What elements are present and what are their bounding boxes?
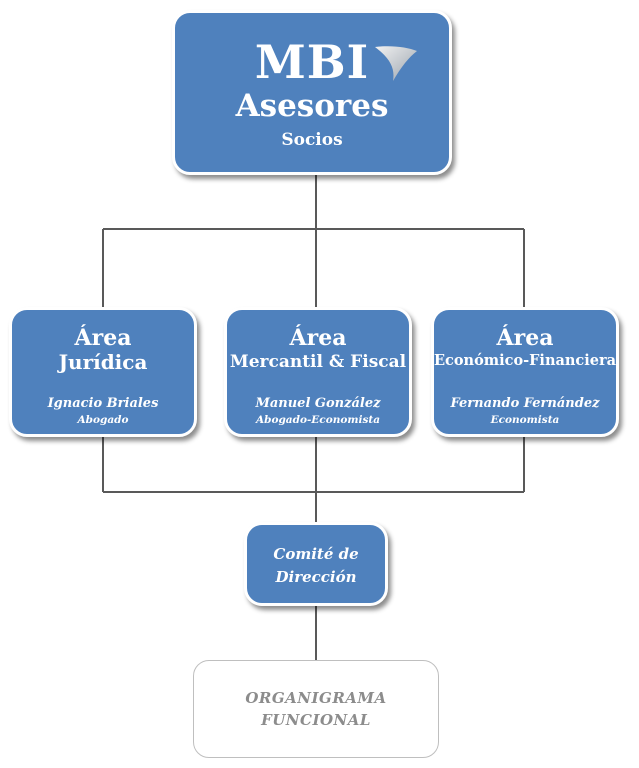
committee-line2: Dirección xyxy=(275,568,357,587)
area-box-economico-financiera: Área Económico-Financiera Fernando Ferná… xyxy=(431,307,619,437)
top-box-mbi-asesores: MBI Asesores Socios xyxy=(172,10,452,175)
area-title: Área xyxy=(289,325,347,351)
area-title: Área xyxy=(496,325,554,351)
area-person: Ignacio Briales xyxy=(47,396,159,411)
top-box-line2: Asesores xyxy=(235,88,389,124)
area-box-juridica: Área Jurídica Ignacio Briales Abogado xyxy=(9,307,197,437)
footer-caption-box: ORGANIGRAMA FUNCIONAL xyxy=(193,660,439,758)
committee-box: Comité de Dirección xyxy=(244,522,388,606)
area-subtitle: Económico-Financiera xyxy=(434,352,617,369)
area-box-mercantil-fiscal: Área Mercantil & Fiscal Manuel González … xyxy=(224,307,412,437)
swoosh-icon xyxy=(375,46,417,81)
area-person: Manuel González xyxy=(255,396,381,411)
area-subtitle: Mercantil & Fiscal xyxy=(229,352,407,372)
area-person: Fernando Fernández xyxy=(450,396,600,411)
footer-line1: ORGANIGRAMA xyxy=(245,689,387,707)
footer-line2: FUNCIONAL xyxy=(261,710,371,729)
logo-text: MBI xyxy=(254,35,370,89)
committee-line1: Comité de xyxy=(273,545,359,563)
top-box-line3: Socios xyxy=(281,130,343,150)
area-subtitle: Jurídica xyxy=(58,350,148,374)
area-role: Abogado xyxy=(77,414,129,426)
area-role: Economista xyxy=(490,414,560,426)
area-role: Abogado-Economista xyxy=(255,414,381,426)
area-title: Área xyxy=(74,325,132,351)
